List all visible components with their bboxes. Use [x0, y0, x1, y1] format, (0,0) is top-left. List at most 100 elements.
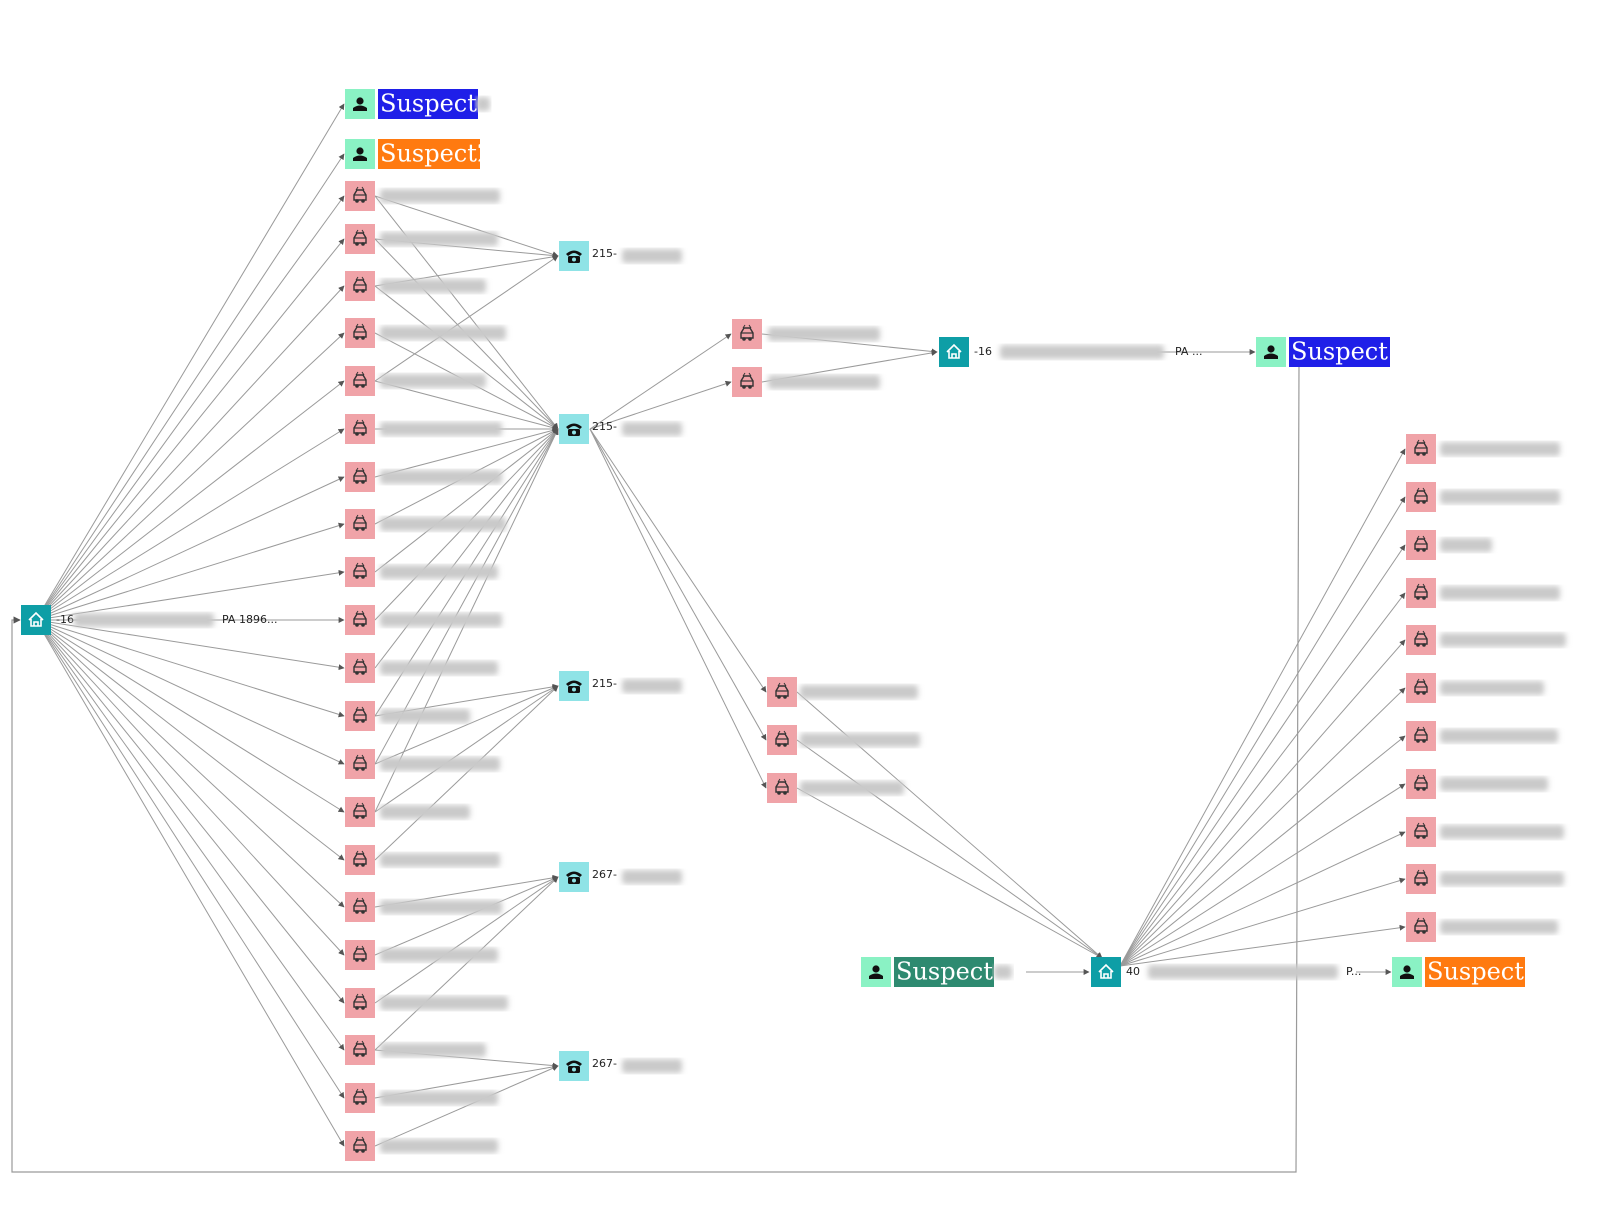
house-to-event-edge	[35, 195, 345, 621]
person-icon	[869, 965, 883, 979]
event-node[interactable]	[1406, 864, 1436, 894]
event-node[interactable]	[767, 677, 797, 707]
person-node[interactable]	[1392, 957, 1422, 987]
redacted-text	[622, 679, 682, 693]
phone-node-2[interactable]	[559, 414, 589, 444]
event-node[interactable]	[345, 1083, 375, 1113]
event-node[interactable]	[345, 414, 375, 444]
house-to-event-edge	[35, 619, 345, 1004]
phone-node-1[interactable]	[559, 241, 589, 271]
house-node-top[interactable]	[939, 337, 969, 367]
phone-label-2: 215-	[592, 420, 617, 433]
person-node[interactable]	[1256, 337, 1286, 367]
house-icon	[1098, 963, 1114, 979]
person-icon	[353, 147, 367, 161]
redacted-text	[380, 326, 506, 340]
event-node[interactable]	[1406, 530, 1436, 560]
person-node[interactable]	[861, 957, 891, 987]
suspect2-right-tag	[1425, 957, 1525, 987]
vehicle-incident-icon	[353, 229, 367, 246]
redacted-text	[1000, 345, 1164, 359]
event-node[interactable]	[345, 605, 375, 635]
house-to-suspect2-edge	[35, 153, 345, 621]
house-node-left[interactable]	[21, 605, 51, 635]
phone-node-4[interactable]	[559, 862, 589, 892]
house-to-event-edge	[35, 522, 345, 621]
event-to-house-edge	[796, 739, 1103, 959]
redacted-text	[768, 327, 880, 341]
house-node-bottom[interactable]	[1091, 957, 1121, 987]
redacted-text	[380, 900, 502, 914]
redacted-text	[1440, 442, 1560, 456]
redacted-text	[380, 232, 498, 246]
event-node[interactable]	[345, 509, 375, 539]
vehicle-incident-icon	[1414, 583, 1428, 600]
person-node[interactable]	[345, 89, 375, 119]
event-node[interactable]	[1406, 817, 1436, 847]
redacted-text	[380, 853, 500, 867]
vehicle-incident-icon	[1414, 726, 1428, 743]
event-node[interactable]	[345, 845, 375, 875]
vehicle-incident-icon	[353, 562, 367, 579]
event-node[interactable]	[345, 462, 375, 492]
house-to-event-edge	[35, 619, 345, 718]
event-node[interactable]	[345, 892, 375, 922]
event-node[interactable]	[345, 181, 375, 211]
event-node[interactable]	[1406, 482, 1436, 512]
event-node[interactable]	[345, 1035, 375, 1065]
event-to-phone-edge	[374, 428, 559, 669]
vehicle-incident-icon	[1414, 439, 1428, 456]
event-to-phone-edge	[374, 876, 559, 956]
house-to-event-edge	[35, 238, 345, 621]
event-node[interactable]	[345, 940, 375, 970]
house-to-event-edge	[35, 619, 345, 908]
event-node[interactable]	[345, 653, 375, 683]
vehicle-incident-icon	[740, 372, 754, 389]
suspect2-right-name: Suspect2	[1427, 958, 1539, 986]
event-node[interactable]	[767, 725, 797, 755]
event-node[interactable]	[345, 749, 375, 779]
redacted-text	[476, 97, 490, 111]
vehicle-incident-icon	[353, 186, 367, 203]
loop-edge	[11, 365, 1300, 1173]
vehicle-incident-icon	[353, 371, 367, 388]
house-to-event-edge	[35, 380, 345, 621]
phone-label-1: 215-	[592, 247, 617, 260]
event-node[interactable]	[1406, 434, 1436, 464]
event-node[interactable]	[345, 988, 375, 1018]
event-node[interactable]	[345, 224, 375, 254]
event-node[interactable]	[345, 366, 375, 396]
event-node[interactable]	[732, 319, 762, 349]
event-node[interactable]	[345, 271, 375, 301]
house-to-event-edge	[35, 569, 345, 621]
person-node[interactable]	[345, 139, 375, 169]
phone-node-3[interactable]	[559, 671, 589, 701]
redacted-text	[1440, 825, 1564, 839]
event-to-phone-edge	[374, 380, 559, 431]
redacted-text	[800, 781, 904, 795]
phone-icon	[566, 871, 582, 884]
phone-to-event-edge	[589, 428, 767, 741]
event-node[interactable]	[345, 557, 375, 587]
event-node[interactable]	[345, 701, 375, 731]
event-node[interactable]	[345, 1131, 375, 1161]
vehicle-incident-icon	[353, 850, 367, 867]
event-node[interactable]	[1406, 721, 1436, 751]
event-node[interactable]	[1406, 912, 1436, 942]
event-node[interactable]	[732, 367, 762, 397]
phone-node-5[interactable]	[559, 1051, 589, 1081]
event-node[interactable]	[1406, 673, 1436, 703]
event-node[interactable]	[345, 318, 375, 348]
event-node[interactable]	[767, 773, 797, 803]
phone-label-5: 267-	[592, 1057, 617, 1070]
event-node[interactable]	[1406, 578, 1436, 608]
redacted-text	[380, 948, 498, 962]
event-to-phone-edge	[374, 685, 559, 861]
suspect1-left-name: Suspect1	[380, 90, 492, 118]
event-node[interactable]	[1406, 769, 1436, 799]
vehicle-incident-icon	[1414, 535, 1428, 552]
event-node[interactable]	[345, 797, 375, 827]
house-top-label-suffix: PA ...	[1175, 345, 1202, 358]
vehicle-incident-icon	[353, 706, 367, 723]
event-node[interactable]	[1406, 625, 1436, 655]
